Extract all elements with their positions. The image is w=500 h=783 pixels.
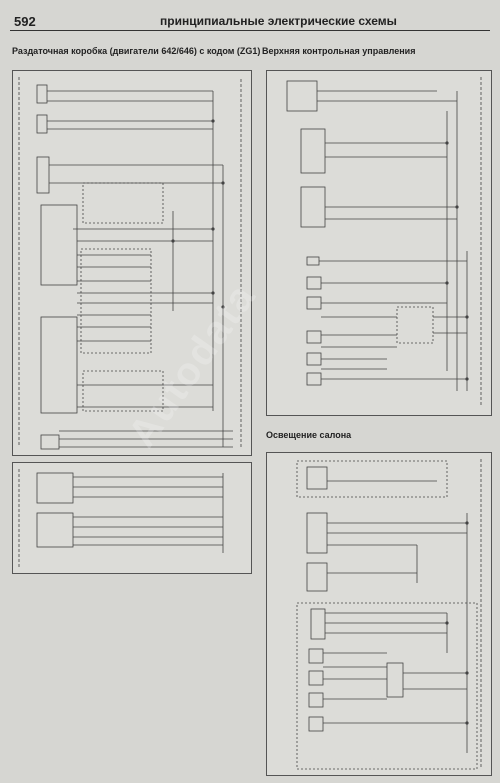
- diagram-interior-lighting: [266, 452, 492, 776]
- section-title-transfer-case: Раздаточная коробка (двигатели 642/646) …: [12, 46, 261, 56]
- running-head: принципиальные электрические схемы: [160, 14, 397, 28]
- section-title-interior-lighting: Освещение салона: [266, 430, 352, 440]
- diagram-lower-left: [12, 462, 252, 574]
- header-rule: [10, 30, 490, 31]
- wiring-transfer-case: [18, 77, 242, 450]
- wiring-overhead-control: [286, 77, 482, 407]
- page-header: 592 принципиальные электрические схемы: [0, 0, 500, 32]
- diagram-overhead-control: [266, 70, 492, 416]
- diagram-transfer-case: [12, 70, 252, 456]
- page-number: 592: [14, 14, 36, 29]
- wiring-lower-left: [18, 469, 224, 567]
- section-title-overhead-control: Верхняя контрольная управления: [262, 46, 416, 56]
- wiring-interior-lighting: [296, 459, 482, 770]
